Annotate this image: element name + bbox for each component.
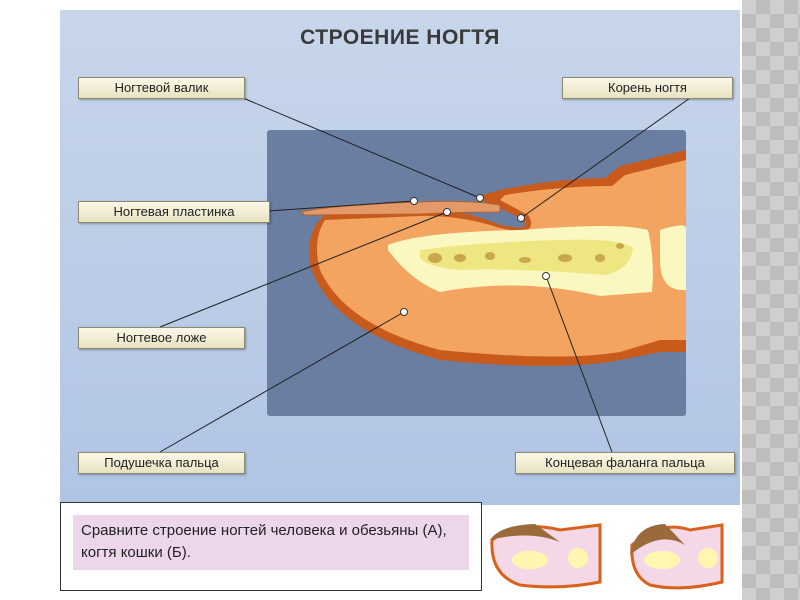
leader-lines (159, 97, 691, 453)
label-nail-fold: Ногтевой валик (78, 77, 245, 99)
label-nail-bed: Ногтевое ложе (78, 327, 245, 349)
task-textbox: Сравните строение ногтей человека и обез… (60, 502, 482, 591)
task-text: Сравните строение ногтей человека и обез… (73, 515, 469, 570)
marker-dots (400, 194, 550, 316)
comparison-images (490, 523, 724, 590)
slide-title: СТРОЕНИЕ НОГТЯ (300, 26, 500, 49)
label-finger-pad: Подушечка пальца (78, 452, 245, 474)
label-nail-root: Корень ногтя (562, 77, 733, 99)
label-nail-plate: Ногтевая пластинка (78, 201, 270, 223)
label-distal-phalanx: Концевая фаланга пальца (515, 452, 735, 474)
decorative-side-pattern (742, 0, 800, 600)
